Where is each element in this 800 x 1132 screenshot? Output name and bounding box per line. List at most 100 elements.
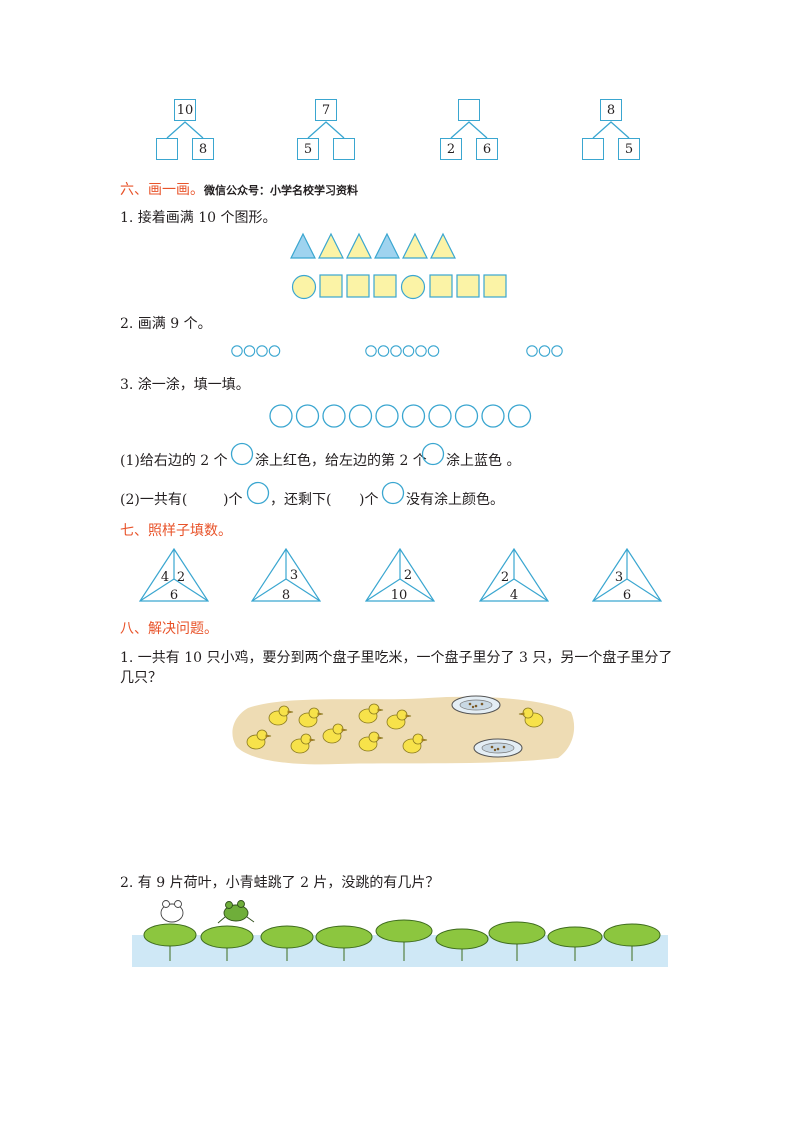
- split-triangle: [250, 547, 322, 602]
- small-circle-groups: [231, 345, 563, 357]
- small-circle: [402, 345, 415, 357]
- triangle-shape: [290, 232, 316, 259]
- question-8-1-line1: 1. 一共有 10 只小鸡，要分到两个盘子里吃米，一个盘子里分了 3 只，另一个…: [120, 650, 673, 666]
- frog-outline-icon: [160, 900, 184, 923]
- triangle-left-number: 4: [161, 570, 169, 585]
- triangle-bottom-number: 6: [623, 588, 631, 603]
- circle-shape: [291, 274, 317, 300]
- triangle-shape: [430, 232, 456, 259]
- colorable-circle: [375, 404, 399, 428]
- lily-pad-icon: [200, 925, 254, 961]
- colorable-circle: [348, 404, 373, 428]
- split-triangle: [364, 547, 436, 602]
- circle-glyph-icon: [230, 442, 254, 466]
- triangle-left-number: 2: [501, 570, 509, 585]
- q3-part2-d: )个: [359, 492, 379, 508]
- question-8-1-line2: 几只？: [120, 670, 162, 686]
- section-7-heading: 七、照样子填数。: [120, 523, 232, 539]
- triangle-shape: [374, 232, 400, 259]
- lily-pad-icon: [547, 926, 603, 961]
- lily-pad-icon: [603, 923, 661, 961]
- bond-left-box[interactable]: [156, 138, 178, 160]
- colorable-circle: [269, 404, 293, 428]
- square-shape: [319, 274, 343, 298]
- small-circle: [243, 345, 256, 357]
- circle-glyph-icon: [421, 442, 445, 466]
- question-6-3: 3. 涂一涂，填一填。: [120, 377, 250, 393]
- chick-icon: [268, 705, 294, 726]
- small-circle: [231, 345, 243, 357]
- triangle-left-number: 3: [615, 570, 623, 585]
- bond-right-box: 6: [476, 138, 498, 160]
- q3-part1-a: (1)给右边的 2 个: [120, 453, 228, 469]
- colorable-circle: [401, 404, 426, 428]
- bond-left-box[interactable]: [582, 138, 604, 160]
- small-circle: [415, 345, 427, 357]
- small-circle: [427, 345, 440, 357]
- answer-blank-remaining[interactable]: [336, 489, 358, 507]
- color-circle-row: [269, 404, 532, 428]
- lily-pad-icon: [435, 928, 489, 961]
- q3-part2-a: (2)一共有(: [120, 492, 188, 508]
- triangle-right-number: 2: [177, 570, 185, 585]
- lily-pad-icon: [375, 919, 433, 961]
- answer-blank-total[interactable]: [200, 489, 222, 507]
- triangle-shape: [346, 232, 372, 259]
- lily-pad-illustration: [132, 900, 668, 967]
- square-shape: [373, 274, 397, 298]
- chick-icon: [322, 723, 348, 744]
- bond-right-box: 5: [618, 138, 640, 160]
- circle-glyph-icon: [246, 481, 270, 505]
- lily-pad-icon: [143, 923, 197, 961]
- question-8-2: 2. 有 9 片荷叶，小青蛙跳了 2 片，没跳的有几片？: [120, 875, 440, 891]
- square-shape: [429, 274, 453, 298]
- square-shape: [483, 274, 507, 298]
- colorable-circle: [322, 404, 346, 428]
- small-circle: [256, 345, 268, 357]
- lily-pad-icon: [315, 925, 373, 961]
- bond-top-box: 8: [600, 99, 622, 121]
- triangle-right-number: 2: [404, 568, 412, 583]
- watermark-note: 微信公众号：小学名校学习资料: [204, 184, 358, 197]
- triangle-bottom-number: 10: [391, 588, 408, 603]
- chick-icon: [402, 733, 428, 754]
- chick-icon: [290, 733, 316, 754]
- bond-right-box[interactable]: [333, 138, 355, 160]
- chicks-illustration: [232, 695, 575, 765]
- small-circle: [551, 345, 563, 357]
- question-6-1: 1. 接着画满 10 个图形。: [120, 210, 277, 226]
- lily-pad-icon: [488, 921, 546, 961]
- small-circle: [365, 345, 377, 357]
- square-shape: [346, 274, 370, 298]
- colorable-circle: [481, 404, 505, 428]
- section-6-heading-row: 六、画一画。微信公众号：小学名校学习资料: [120, 179, 358, 199]
- split-triangle: [138, 547, 210, 602]
- bond-left-box: 5: [297, 138, 319, 160]
- small-circle: [526, 345, 538, 357]
- bond-left-box: 2: [440, 138, 462, 160]
- section-8-heading: 八、解决问题。: [120, 621, 218, 637]
- square-shape: [456, 274, 480, 298]
- shape-pattern: [290, 232, 507, 300]
- bond-top-box: 10: [174, 99, 196, 121]
- small-circle: [390, 345, 402, 357]
- frog-icon: [217, 900, 255, 924]
- bond-right-box: 8: [192, 138, 214, 160]
- split-triangle: [591, 547, 663, 602]
- q3-part1-c: 涂上蓝色 。: [446, 453, 521, 469]
- bond-top-box[interactable]: [458, 99, 480, 121]
- colorable-circle: [507, 404, 532, 428]
- chick-icon: [386, 709, 412, 730]
- q3-part2-c: ，还剩下(: [270, 492, 332, 508]
- chick-icon: [358, 703, 384, 724]
- circle-shape: [400, 274, 426, 300]
- colorable-circle: [454, 404, 479, 428]
- q3-part2-b: )个: [223, 492, 243, 508]
- colorable-circle: [295, 404, 320, 428]
- chick-icon: [298, 707, 324, 728]
- bond-lines: [166, 121, 630, 139]
- chick-icon: [518, 707, 544, 728]
- small-circle: [538, 345, 551, 357]
- triangle-puzzles: 4 2 6 3 8 2 10 2 4 3 6: [138, 547, 663, 603]
- chick-icon: [358, 731, 384, 752]
